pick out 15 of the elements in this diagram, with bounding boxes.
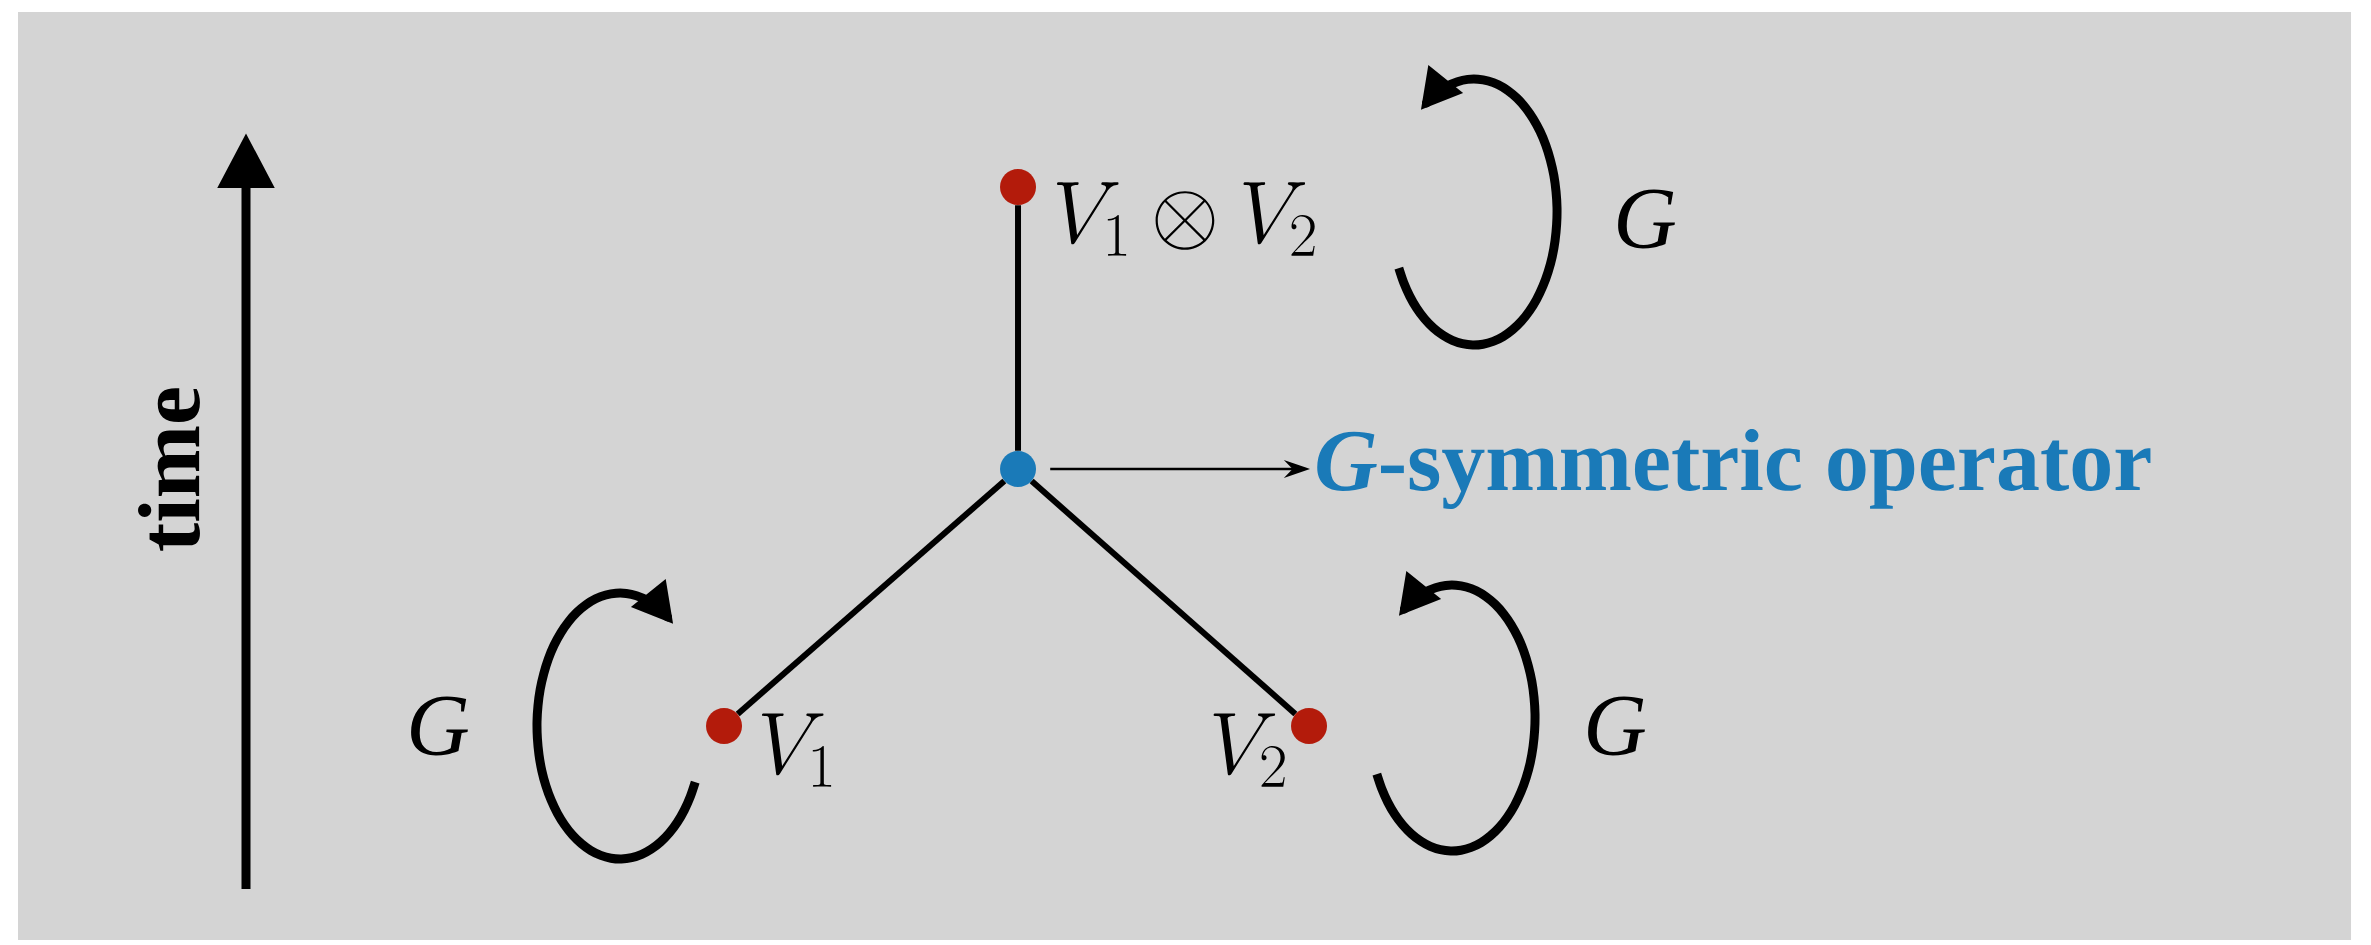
dot — [1000, 169, 1036, 205]
group-label: G — [1618, 189, 1675, 249]
operator-label: G-symmetric operator — [1317, 429, 2151, 510]
line — [1015, 205, 1021, 451]
line — [735, 478, 1007, 717]
node-label: $V_1$ — [761, 713, 832, 787]
dot — [1291, 708, 1327, 744]
dot — [706, 708, 742, 744]
line — [1029, 478, 1298, 717]
dot — [1000, 451, 1036, 487]
group-label: G — [1588, 696, 1645, 756]
node-label: $V_2$ — [1213, 713, 1285, 787]
group-label: G — [411, 696, 468, 756]
node-label: $V_1 \otimes V_2$ — [1056, 182, 1315, 256]
axis-label: time — [138, 388, 200, 551]
